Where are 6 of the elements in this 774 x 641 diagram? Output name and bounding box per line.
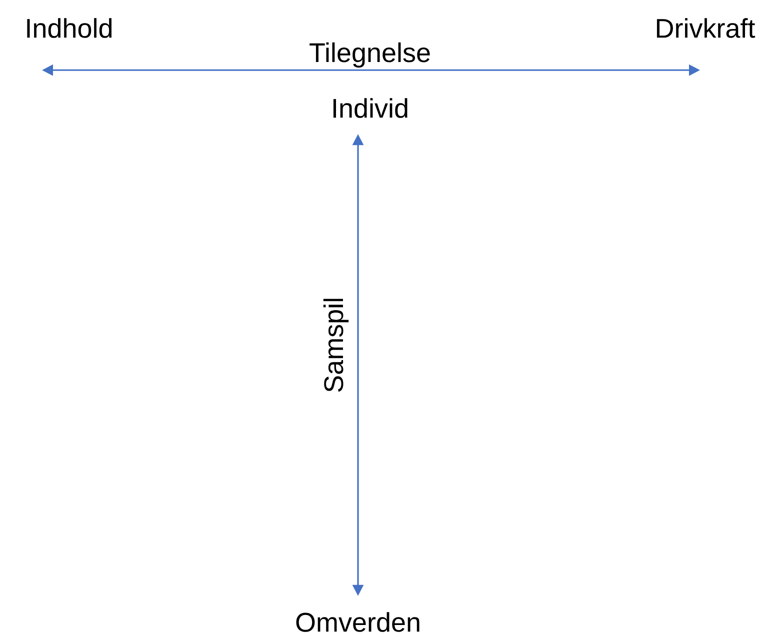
node-label: Indhold: [27, 18, 112, 38]
edge-label: Samspil: [322, 296, 350, 394]
node-label: Individ: [333, 98, 408, 118]
node-label: Drivkraft: [656, 18, 756, 38]
node-label: Omverden: [296, 612, 420, 632]
edge-label: Tilegnelse: [308, 41, 432, 69]
